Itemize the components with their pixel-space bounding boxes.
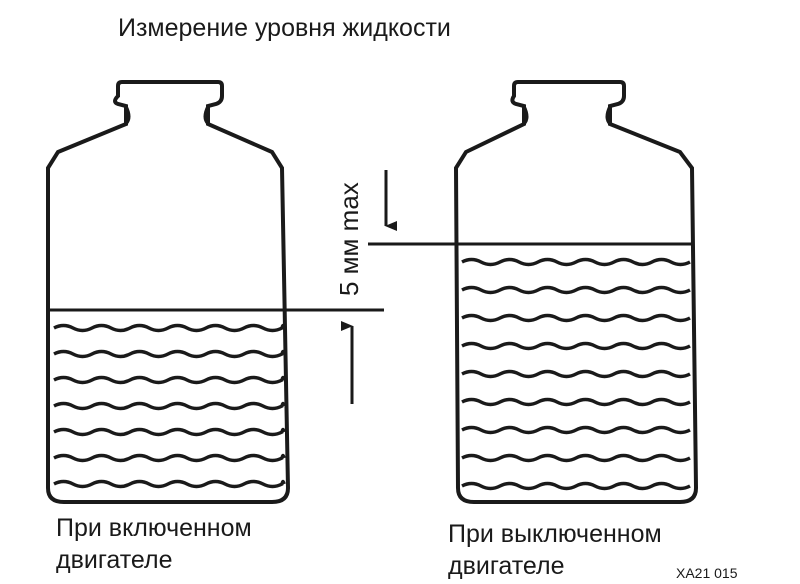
liquid-wave-line xyxy=(461,313,691,323)
bottle-engine-off xyxy=(453,80,699,504)
caption-engine-off-line1: При выключенном xyxy=(448,520,662,548)
liquid-wave-line xyxy=(53,479,286,489)
level-measurement: 5 мм max xyxy=(288,170,456,404)
liquid-wave-line xyxy=(461,369,691,379)
liquid-wave-line xyxy=(461,425,691,435)
figure-code: ХА21 015 xyxy=(676,565,738,581)
liquid-wave-line xyxy=(53,349,286,359)
bottle-outline-right xyxy=(453,80,699,504)
caption-engine-off-line2: двигателе xyxy=(448,552,565,580)
liquid-wave-line xyxy=(53,323,286,333)
bottle-neck-detail-right xyxy=(522,105,612,126)
liquid-wave-line xyxy=(53,453,286,463)
bottle-engine-on xyxy=(46,80,291,504)
liquid-wave-line xyxy=(461,341,691,351)
bottle-neck-detail-left xyxy=(124,105,210,126)
liquid-waves-right xyxy=(461,257,691,491)
liquid-wave-line xyxy=(461,397,691,407)
liquid-wave-line xyxy=(53,375,286,385)
liquid-wave-line xyxy=(461,257,691,267)
caption-engine-on-line1: При включенном xyxy=(56,514,252,542)
liquid-wave-line xyxy=(461,481,691,491)
bottle-outline-left xyxy=(46,80,291,504)
liquid-wave-line xyxy=(53,401,286,411)
liquid-wave-line xyxy=(461,285,691,295)
liquid-wave-line xyxy=(53,427,286,437)
measurement-label: 5 мм max xyxy=(334,182,364,296)
caption-engine-on-line2: двигателе xyxy=(56,546,173,574)
liquid-wave-line xyxy=(461,453,691,463)
diagram-title: Измерение уровня жидкости xyxy=(118,14,451,42)
liquid-waves-left xyxy=(53,323,286,489)
